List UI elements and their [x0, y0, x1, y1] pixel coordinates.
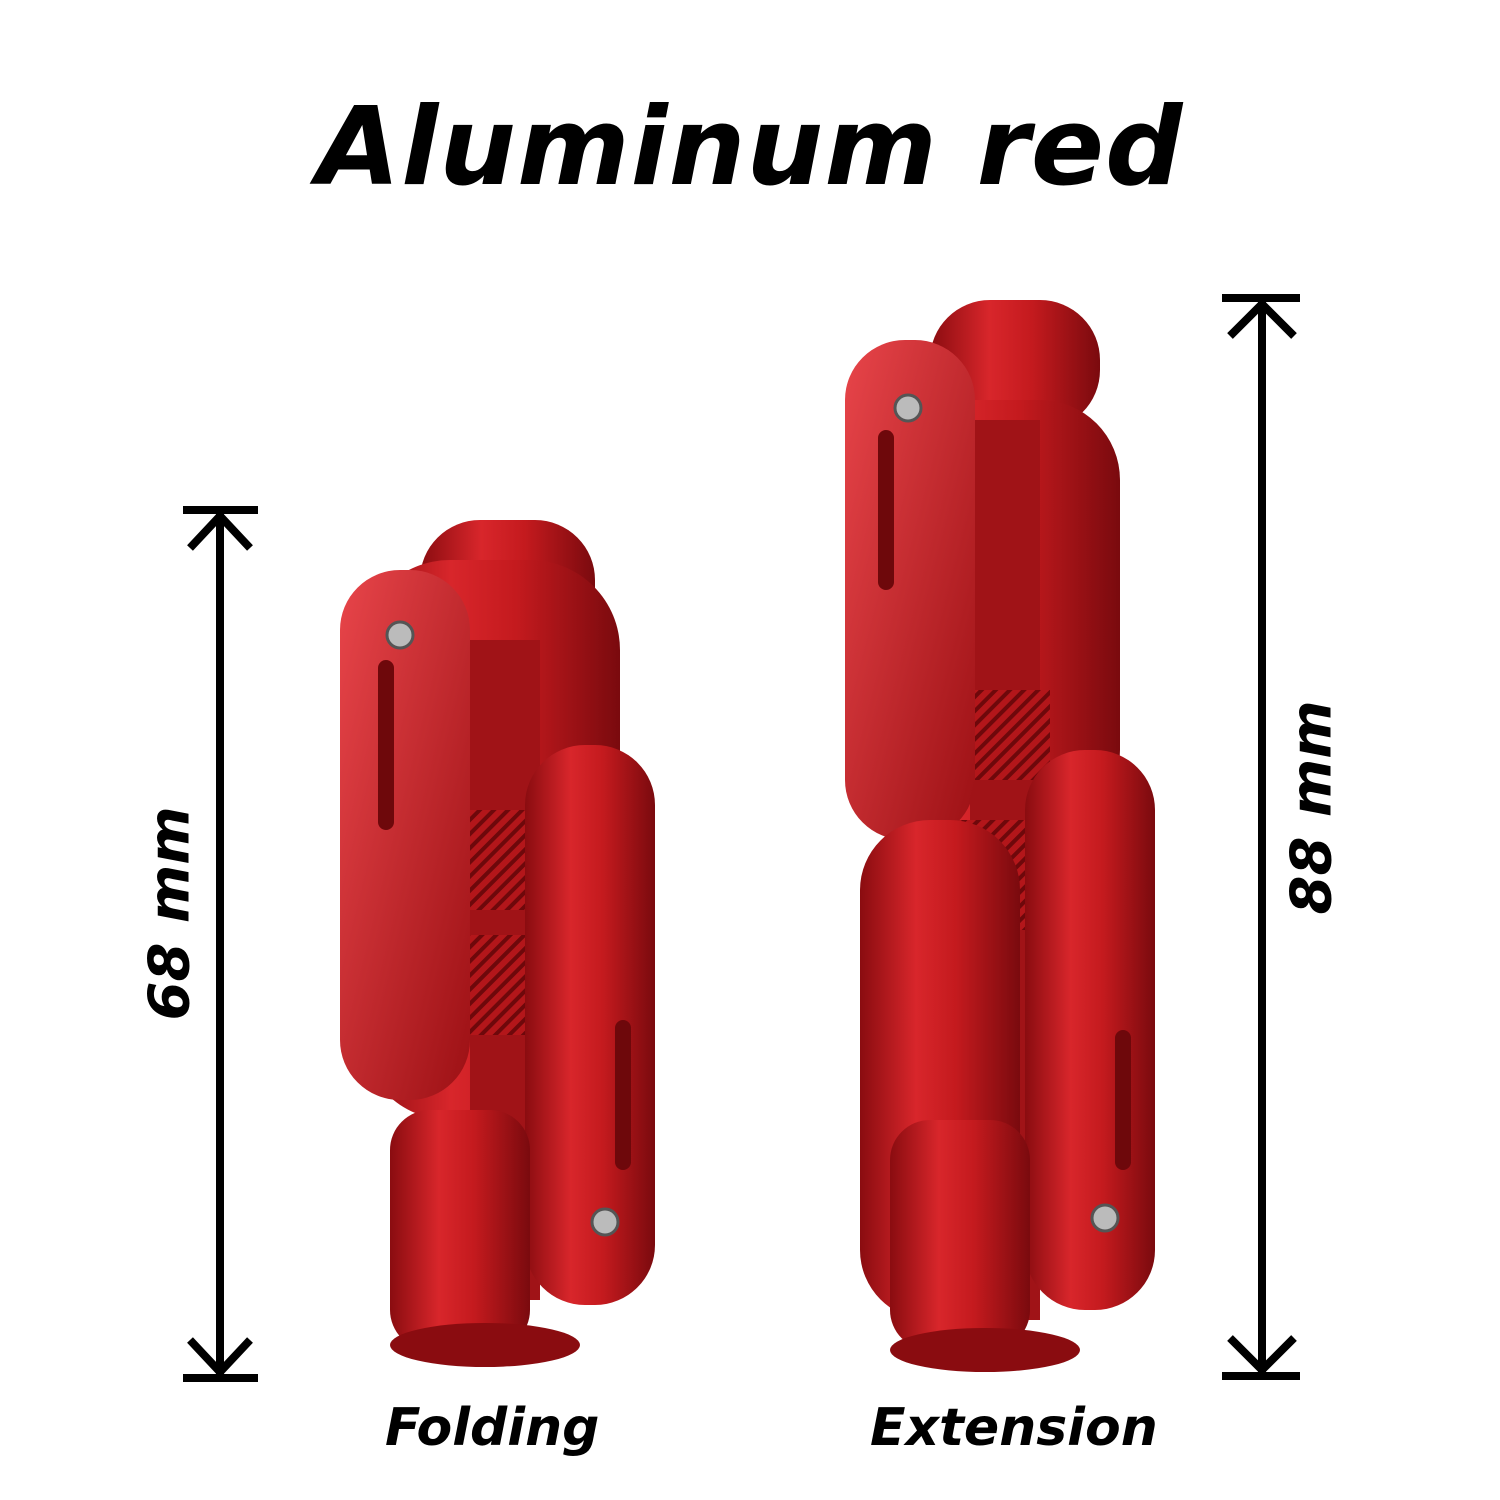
folding-label: Folding [385, 1398, 600, 1458]
folding-dimension-label: 68 mm [137, 806, 203, 1021]
dimension-arrow-folding [183, 506, 258, 1382]
extension-dimension-label: 88 mm [1279, 700, 1345, 915]
product-folding [340, 520, 655, 1367]
dimension-arrow-extension [1222, 294, 1300, 1380]
page-title: Aluminum red [316, 85, 1184, 210]
extension-label: Extension [870, 1398, 1158, 1458]
product-extension [845, 300, 1155, 1372]
